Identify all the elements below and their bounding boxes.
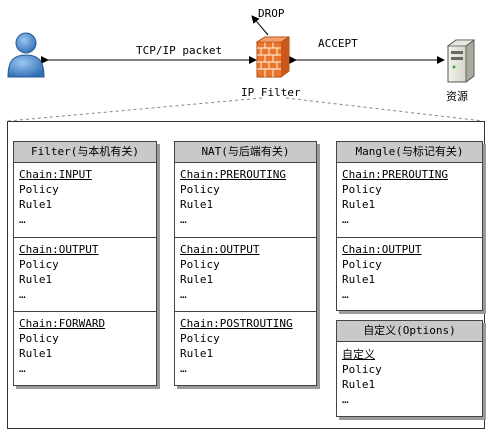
chain-rule: Rule1 xyxy=(180,273,214,286)
chain-ellipsis: … xyxy=(19,213,26,226)
expand-line-left xyxy=(7,97,263,122)
chain-policy: Policy xyxy=(19,332,59,345)
chain-name: Chain:OUTPUT xyxy=(19,243,99,256)
accept-label: ACCEPT xyxy=(318,37,358,50)
chain-policy: Policy xyxy=(180,183,220,196)
server-icon xyxy=(446,39,476,83)
chain-name: Chain:OUTPUT xyxy=(342,243,422,256)
chain-block: 自定义 Policy Rule1 … xyxy=(337,342,482,414)
chain-policy: Policy xyxy=(180,258,220,271)
chain-policy: Policy xyxy=(19,258,59,271)
chain-rule: Rule1 xyxy=(19,273,53,286)
chain-rule: Rule1 xyxy=(342,378,376,391)
chain-block: Chain:OUTPUT Policy Rule1 … xyxy=(337,238,482,309)
chain-name: Chain:OUTPUT xyxy=(180,243,260,256)
filter-table-panel: Filter(与本机有关) Chain:INPUT Policy Rule1 …… xyxy=(13,141,157,386)
mangle-table-panel: Mangle(与标记有关) Chain:PREROUTING Policy Ru… xyxy=(336,141,483,311)
server-label: 资源 xyxy=(446,90,468,103)
chain-policy: Policy xyxy=(180,332,220,345)
tables-frame xyxy=(7,121,485,429)
chain-policy: Policy xyxy=(19,183,59,196)
nat-table-title: NAT(与后端有关) xyxy=(175,142,316,163)
chain-ellipsis: … xyxy=(180,288,187,301)
options-table-panel: 自定义(Options) 自定义 Policy Rule1 … xyxy=(336,320,483,417)
chain-block: Chain:FORWARD Policy Rule1 … xyxy=(14,312,156,384)
chain-name: Chain:FORWARD xyxy=(19,317,106,330)
chain-block: Chain:PREROUTING Policy Rule1 … xyxy=(175,163,316,238)
user-icon xyxy=(7,32,45,78)
chain-name: 自定义 xyxy=(342,348,375,361)
chain-ellipsis: … xyxy=(342,213,349,226)
chain-rule: Rule1 xyxy=(342,198,376,211)
firewall-icon xyxy=(256,36,290,78)
chain-rule: Rule1 xyxy=(180,347,214,360)
drop-arrow xyxy=(251,15,269,36)
chain-rule: Rule1 xyxy=(19,347,53,360)
mangle-table-title: Mangle(与标记有关) xyxy=(337,142,482,163)
chain-name: Chain:PREROUTING xyxy=(342,168,448,181)
chain-ellipsis: … xyxy=(342,393,349,406)
chain-rule: Rule1 xyxy=(19,198,53,211)
chain-policy: Policy xyxy=(342,258,382,271)
firewall-label: IP Filter xyxy=(241,86,301,99)
chain-name: Chain:INPUT xyxy=(19,168,92,181)
chain-block: Chain:POSTROUTING Policy Rule1 … xyxy=(175,312,316,384)
options-table-title: 自定义(Options) xyxy=(337,321,482,342)
chain-name: Chain:PREROUTING xyxy=(180,168,286,181)
chain-policy: Policy xyxy=(342,183,382,196)
chain-block: Chain:OUTPUT Policy Rule1 … xyxy=(14,238,156,312)
chain-block: Chain:PREROUTING Policy Rule1 … xyxy=(337,163,482,238)
chain-block: Chain:INPUT Policy Rule1 … xyxy=(14,163,156,238)
chain-ellipsis: … xyxy=(19,288,26,301)
chain-ellipsis: … xyxy=(180,213,187,226)
tcp-packet-label: TCP/IP packet xyxy=(136,44,223,57)
chain-rule: Rule1 xyxy=(180,198,214,211)
drop-label: DROP xyxy=(258,7,285,20)
filter-table-title: Filter(与本机有关) xyxy=(14,142,156,163)
chain-policy: Policy xyxy=(342,363,382,376)
chain-block: Chain:OUTPUT Policy Rule1 … xyxy=(175,238,316,312)
nat-table-panel: NAT(与后端有关) Chain:PREROUTING Policy Rule1… xyxy=(174,141,317,386)
chain-name: Chain:POSTROUTING xyxy=(180,317,293,330)
chain-rule: Rule1 xyxy=(342,273,376,286)
chain-ellipsis: … xyxy=(180,362,187,375)
chain-ellipsis: … xyxy=(19,362,26,375)
chain-ellipsis: … xyxy=(342,288,349,301)
